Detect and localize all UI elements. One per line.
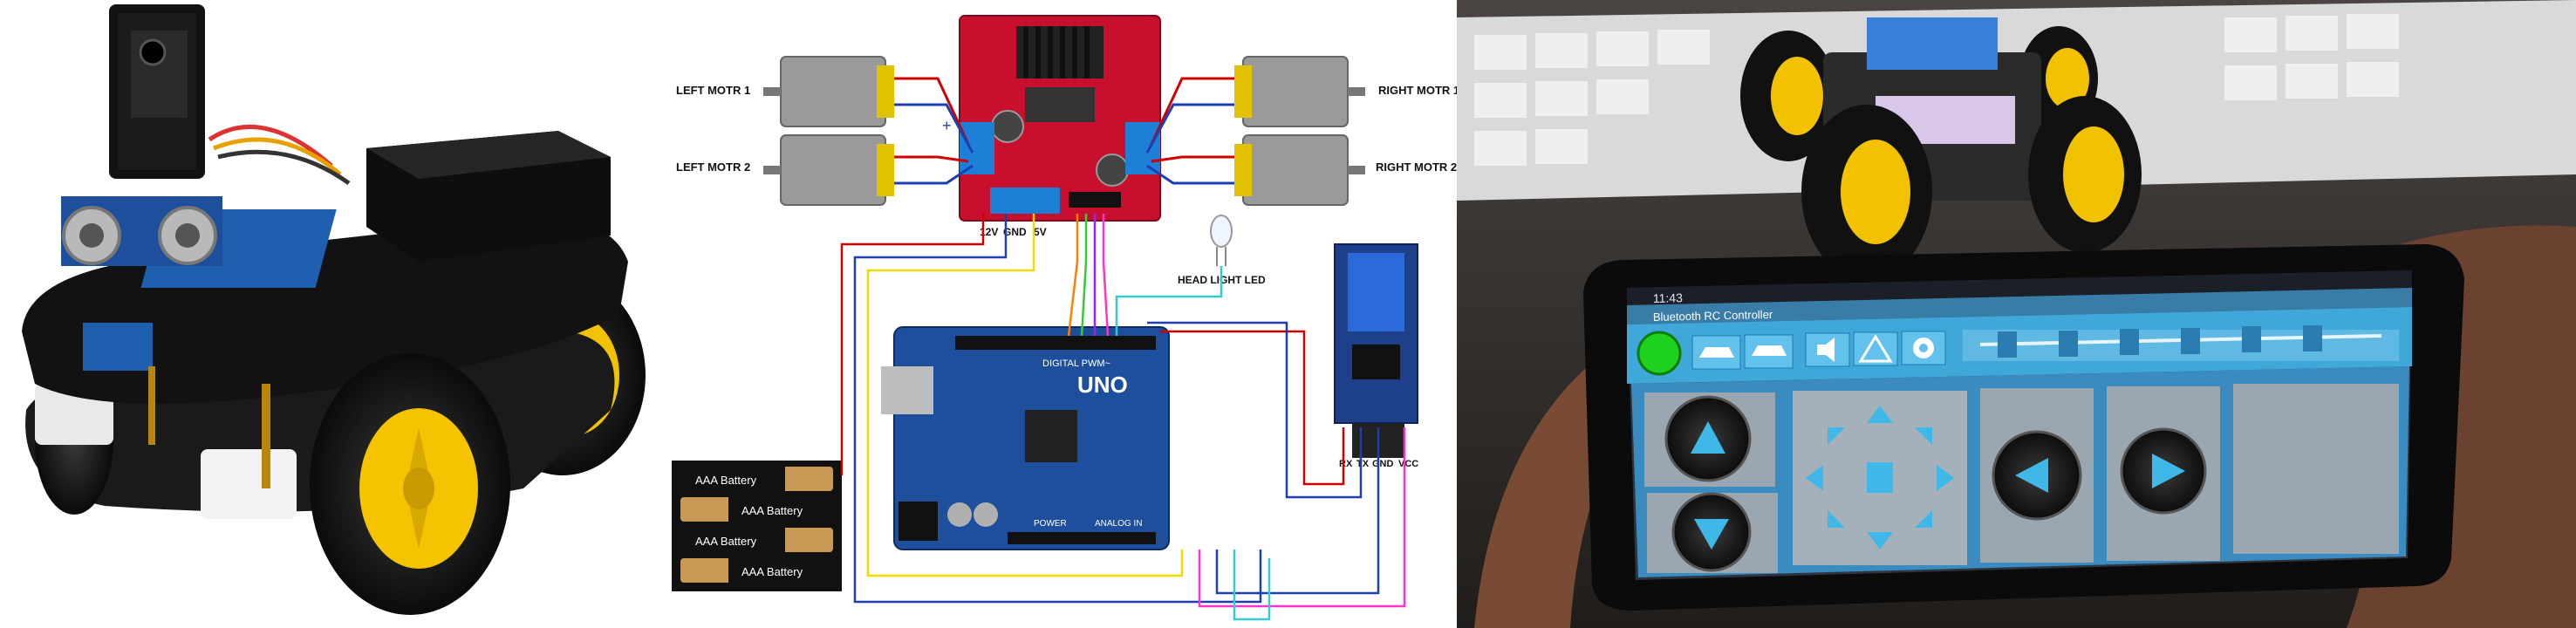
status-time: 11:43	[1653, 290, 1684, 305]
bluetooth-module	[1334, 243, 1418, 458]
driver-plus-sign: +	[942, 117, 952, 134]
pin-gnd-label: GND	[1003, 226, 1027, 238]
wiring-diagram: LEFT MOTR 1 LEFT MOTR 2 RIGHT MOTR 1 RIG…	[659, 0, 1457, 628]
speed-slider[interactable]	[1963, 325, 2399, 361]
left-motor-1	[763, 56, 894, 127]
right-motor-1	[1234, 56, 1365, 127]
battery-label-2: AAA Battery	[741, 504, 803, 517]
arduino-board-name: UNO	[1077, 372, 1128, 398]
battery-label-3: AAA Battery	[695, 535, 757, 548]
front-right-wheel	[310, 353, 510, 615]
bt-gnd-label: GND	[1372, 459, 1394, 469]
pin-12v-label: 12V	[980, 226, 998, 238]
arduino-power-label: POWER	[1034, 519, 1067, 529]
down-arrow-button[interactable]	[1647, 492, 1778, 573]
right-motor-1-label: RIGHT MOTR 1	[1378, 84, 1457, 97]
front-lights-button[interactable]	[1691, 335, 1741, 370]
pin-5v-label: 5V	[1034, 226, 1047, 238]
arduino-uno-board	[881, 326, 1170, 550]
up-arrow-button[interactable]	[1644, 392, 1775, 487]
robot-car-photo	[0, 0, 659, 628]
left-arrow-button[interactable]	[1980, 388, 2094, 563]
servo-motor	[83, 323, 153, 371]
bt-rx-label: RX	[1339, 459, 1353, 469]
right-motor-2-label: RIGHT MOTR 2	[1376, 160, 1457, 174]
battery-label-1: AAA Battery	[695, 474, 757, 487]
extra-control-panel[interactable]	[2233, 384, 2399, 554]
camera-lens-icon	[139, 38, 167, 66]
arduino-analog-label: ANALOG IN	[1095, 519, 1142, 529]
left-motor-1-label: LEFT MOTR 1	[676, 84, 750, 97]
left-motor-2	[763, 134, 894, 206]
horn-icon[interactable]	[1805, 332, 1850, 367]
battery-label-4: AAA Battery	[741, 565, 803, 578]
connection-status-indicator[interactable]	[1636, 331, 1682, 376]
phone-controller-photo: 11:43 Bluetooth RC Controller	[1457, 0, 2576, 628]
back-lights-button[interactable]	[1744, 334, 1794, 369]
direction-pad[interactable]	[1793, 391, 1967, 565]
left-motor-2-label: LEFT MOTR 2	[676, 160, 750, 174]
bt-tx-label: TX	[1356, 459, 1370, 469]
motor-mid	[201, 449, 297, 519]
motor-driver-board	[959, 15, 1161, 222]
settings-gear-icon[interactable]	[1901, 331, 1946, 365]
app-title-bar	[1627, 288, 2412, 324]
battery-pack	[672, 461, 842, 591]
arduino-digital-label: DIGITAL PWM~	[1042, 358, 1110, 369]
right-motor-2	[1234, 134, 1365, 206]
ultrasonic-sensor	[61, 196, 222, 266]
status-bar	[1627, 270, 2412, 305]
robot-car	[1740, 17, 2142, 279]
bt-vcc-label: VCC	[1398, 459, 1418, 469]
right-arrow-button[interactable]	[2107, 386, 2220, 561]
head-light-led	[1210, 215, 1233, 266]
app-title: Bluetooth RC Controller	[1653, 308, 1773, 324]
warning-triangle-icon[interactable]	[1853, 331, 1898, 366]
